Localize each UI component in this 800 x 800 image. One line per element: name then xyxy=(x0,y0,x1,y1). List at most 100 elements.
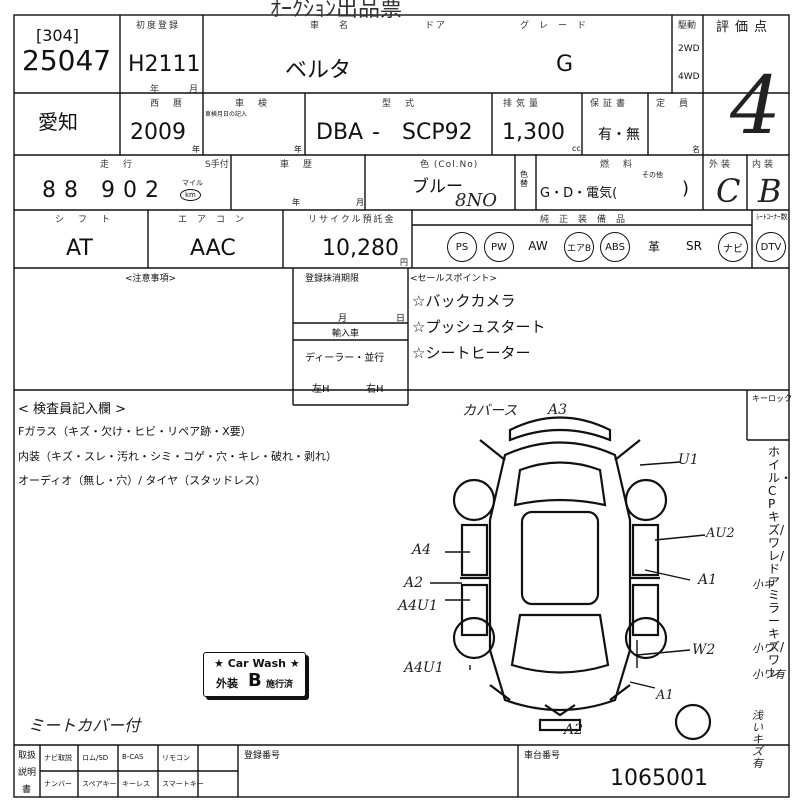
import-left: 左H xyxy=(312,384,330,395)
car-wash-title: ★ Car Wash ★ xyxy=(214,657,300,670)
warranty-value: 有・無 xyxy=(598,127,640,143)
equip-dtv: DTV xyxy=(756,232,786,262)
footer-cell-5: ロム/SD xyxy=(82,754,109,762)
exterior-label: 外装 xyxy=(709,160,734,170)
footer-cell-10: キーレス xyxy=(122,780,150,788)
interior-value: B xyxy=(758,172,782,210)
inspection-label: 車検 xyxy=(235,99,282,109)
registration-number-label: 登録番号 xyxy=(244,751,281,761)
mark-au2: AU2 xyxy=(706,526,735,541)
aircon-label: エアコン xyxy=(178,215,255,225)
side-mark-3: 小ワ有 xyxy=(752,668,785,681)
score-label: 評価点 xyxy=(716,20,774,35)
model-label: 車名 xyxy=(310,21,369,31)
footer-cell-9: スペアキー xyxy=(82,780,117,788)
mileage-unit-km: km xyxy=(180,189,201,201)
car-wash-prefix: 外装 xyxy=(216,677,238,690)
footer-cell-1: 取扱 xyxy=(18,751,37,761)
chassis-number-label: 車台番号 xyxy=(524,751,561,761)
mileage-change-label: S手付 xyxy=(205,160,229,170)
fuel-close: ) xyxy=(682,178,690,199)
fuel-options: G・D・電気( xyxy=(540,186,618,201)
grade-value: G xyxy=(556,52,574,77)
year-label: 西暦 xyxy=(150,99,197,109)
color-label: 色 (Col.No) xyxy=(420,160,479,170)
equip-ps: PS xyxy=(447,232,477,262)
inspector-line-2: 内装（キズ・スレ・汚れ・シミ・コゲ・穴・キレ・破れ・剥れ） xyxy=(18,450,337,463)
import-dealer: ディーラー・並行 xyxy=(305,353,385,364)
mark-a1-lower: A1 xyxy=(656,688,674,703)
chassis-model-prefix: DBA xyxy=(316,120,364,145)
mileage-label: 走行 xyxy=(100,160,147,170)
vehicle-history-label: 車歴 xyxy=(280,160,327,170)
equip-pw: PW xyxy=(484,232,514,262)
chassis-model-dash: - xyxy=(372,120,380,145)
recycle-value: 10,280 xyxy=(322,236,399,261)
mileage-value: 88 902 xyxy=(42,178,167,203)
transmission-value: AT xyxy=(66,236,93,261)
footer-cell-7: リモコン xyxy=(162,754,190,762)
displacement-unit: cc xyxy=(572,144,581,153)
capacity-unit: 名 xyxy=(692,145,700,154)
notes-label: <注意事項> xyxy=(125,274,177,284)
region-value: 愛知 xyxy=(38,110,78,134)
equip-aw: AW xyxy=(528,239,548,253)
equip-airbag: エアB xyxy=(564,232,594,262)
keylock-label: キーロック xyxy=(752,394,792,403)
inspector-line-3: オーディオ（無し・穴）/ タイヤ（スタッドレス） xyxy=(18,474,267,487)
fuel-other: その他 xyxy=(642,171,663,179)
chassis-number-value: 1065001 xyxy=(610,766,708,791)
interior-label: 内装 xyxy=(752,160,777,170)
side-mark-4: 浅いキズ有 xyxy=(752,709,763,770)
registration-value: H2111 xyxy=(128,52,201,77)
mark-a3: A3 xyxy=(548,402,568,418)
import-right: 右H xyxy=(366,384,384,395)
color-code: 8NO xyxy=(455,190,497,211)
doors-label: ドア xyxy=(425,21,448,31)
registration-expiry-month: 月 xyxy=(338,314,348,324)
document-title: ｵｰｸｼｮﾝ出品票 xyxy=(270,0,403,22)
seat-count-label: ｼｰﾄｺｰﾅｰ数 xyxy=(756,213,788,221)
registration-unit: 年月 xyxy=(150,85,229,95)
side-mark-2: 小ワ xyxy=(752,642,774,655)
model-value: ベルタ xyxy=(285,58,352,83)
mark-w2: W2 xyxy=(692,642,716,658)
import-label: 輸入車 xyxy=(332,329,360,339)
equip-navi: ナビ xyxy=(718,232,748,262)
drive-label: 駆動 xyxy=(678,21,697,31)
mark-a1-right: A1 xyxy=(698,572,718,588)
footer-cell-11: スマートキー xyxy=(162,780,204,788)
grade-label: グレード xyxy=(520,21,597,31)
side-mark-1: 小キ xyxy=(752,578,774,591)
car-diagram xyxy=(452,416,712,741)
mileage-unit-mile: マイル xyxy=(182,179,203,187)
sales-point-2: ☆プッシュスタート xyxy=(412,318,546,336)
registration-expiry-label: 登録抹消期限 xyxy=(305,274,360,284)
year-value: 2009 xyxy=(130,120,186,145)
color-value: ブルー xyxy=(412,177,463,197)
lot-number: 25047 xyxy=(22,44,112,77)
mark-a4u1-lower: A4U1 xyxy=(404,660,444,676)
lot-bracket: [304] xyxy=(36,26,80,45)
drive-2wd: 2WD xyxy=(678,44,700,54)
equipment-label: 純正装備品 xyxy=(540,215,636,225)
chassis-model-code: SCP92 xyxy=(402,120,473,145)
mark-a4u1-upper: A4U1 xyxy=(398,598,438,614)
footer-cell-6: B-CAS xyxy=(122,753,144,761)
inspector-line-1: Fガラス（キズ・欠け・ヒビ・リペア跡・X要） xyxy=(18,425,252,438)
equip-sr: SR xyxy=(686,239,702,253)
sales-points-label: <セールスポイント> xyxy=(410,274,498,284)
mark-a2-rear: A2 xyxy=(564,722,584,738)
chassis-model-label: 型式 xyxy=(382,99,429,109)
sales-point-3: ☆シートヒーター xyxy=(412,344,531,362)
aircon-value: AAC xyxy=(190,236,236,261)
transmission-label: シフト xyxy=(55,215,125,225)
mark-a4: A4 xyxy=(412,542,432,558)
vehicle-history-month: 月 xyxy=(356,198,364,207)
equip-abs: ABS xyxy=(600,232,630,262)
year-unit: 年 xyxy=(192,145,200,154)
footer-cell-4: ナビ取説 xyxy=(44,754,72,762)
mark-u1: U1 xyxy=(678,452,699,468)
inspector-label: < 検査員記入欄 > xyxy=(18,402,127,417)
